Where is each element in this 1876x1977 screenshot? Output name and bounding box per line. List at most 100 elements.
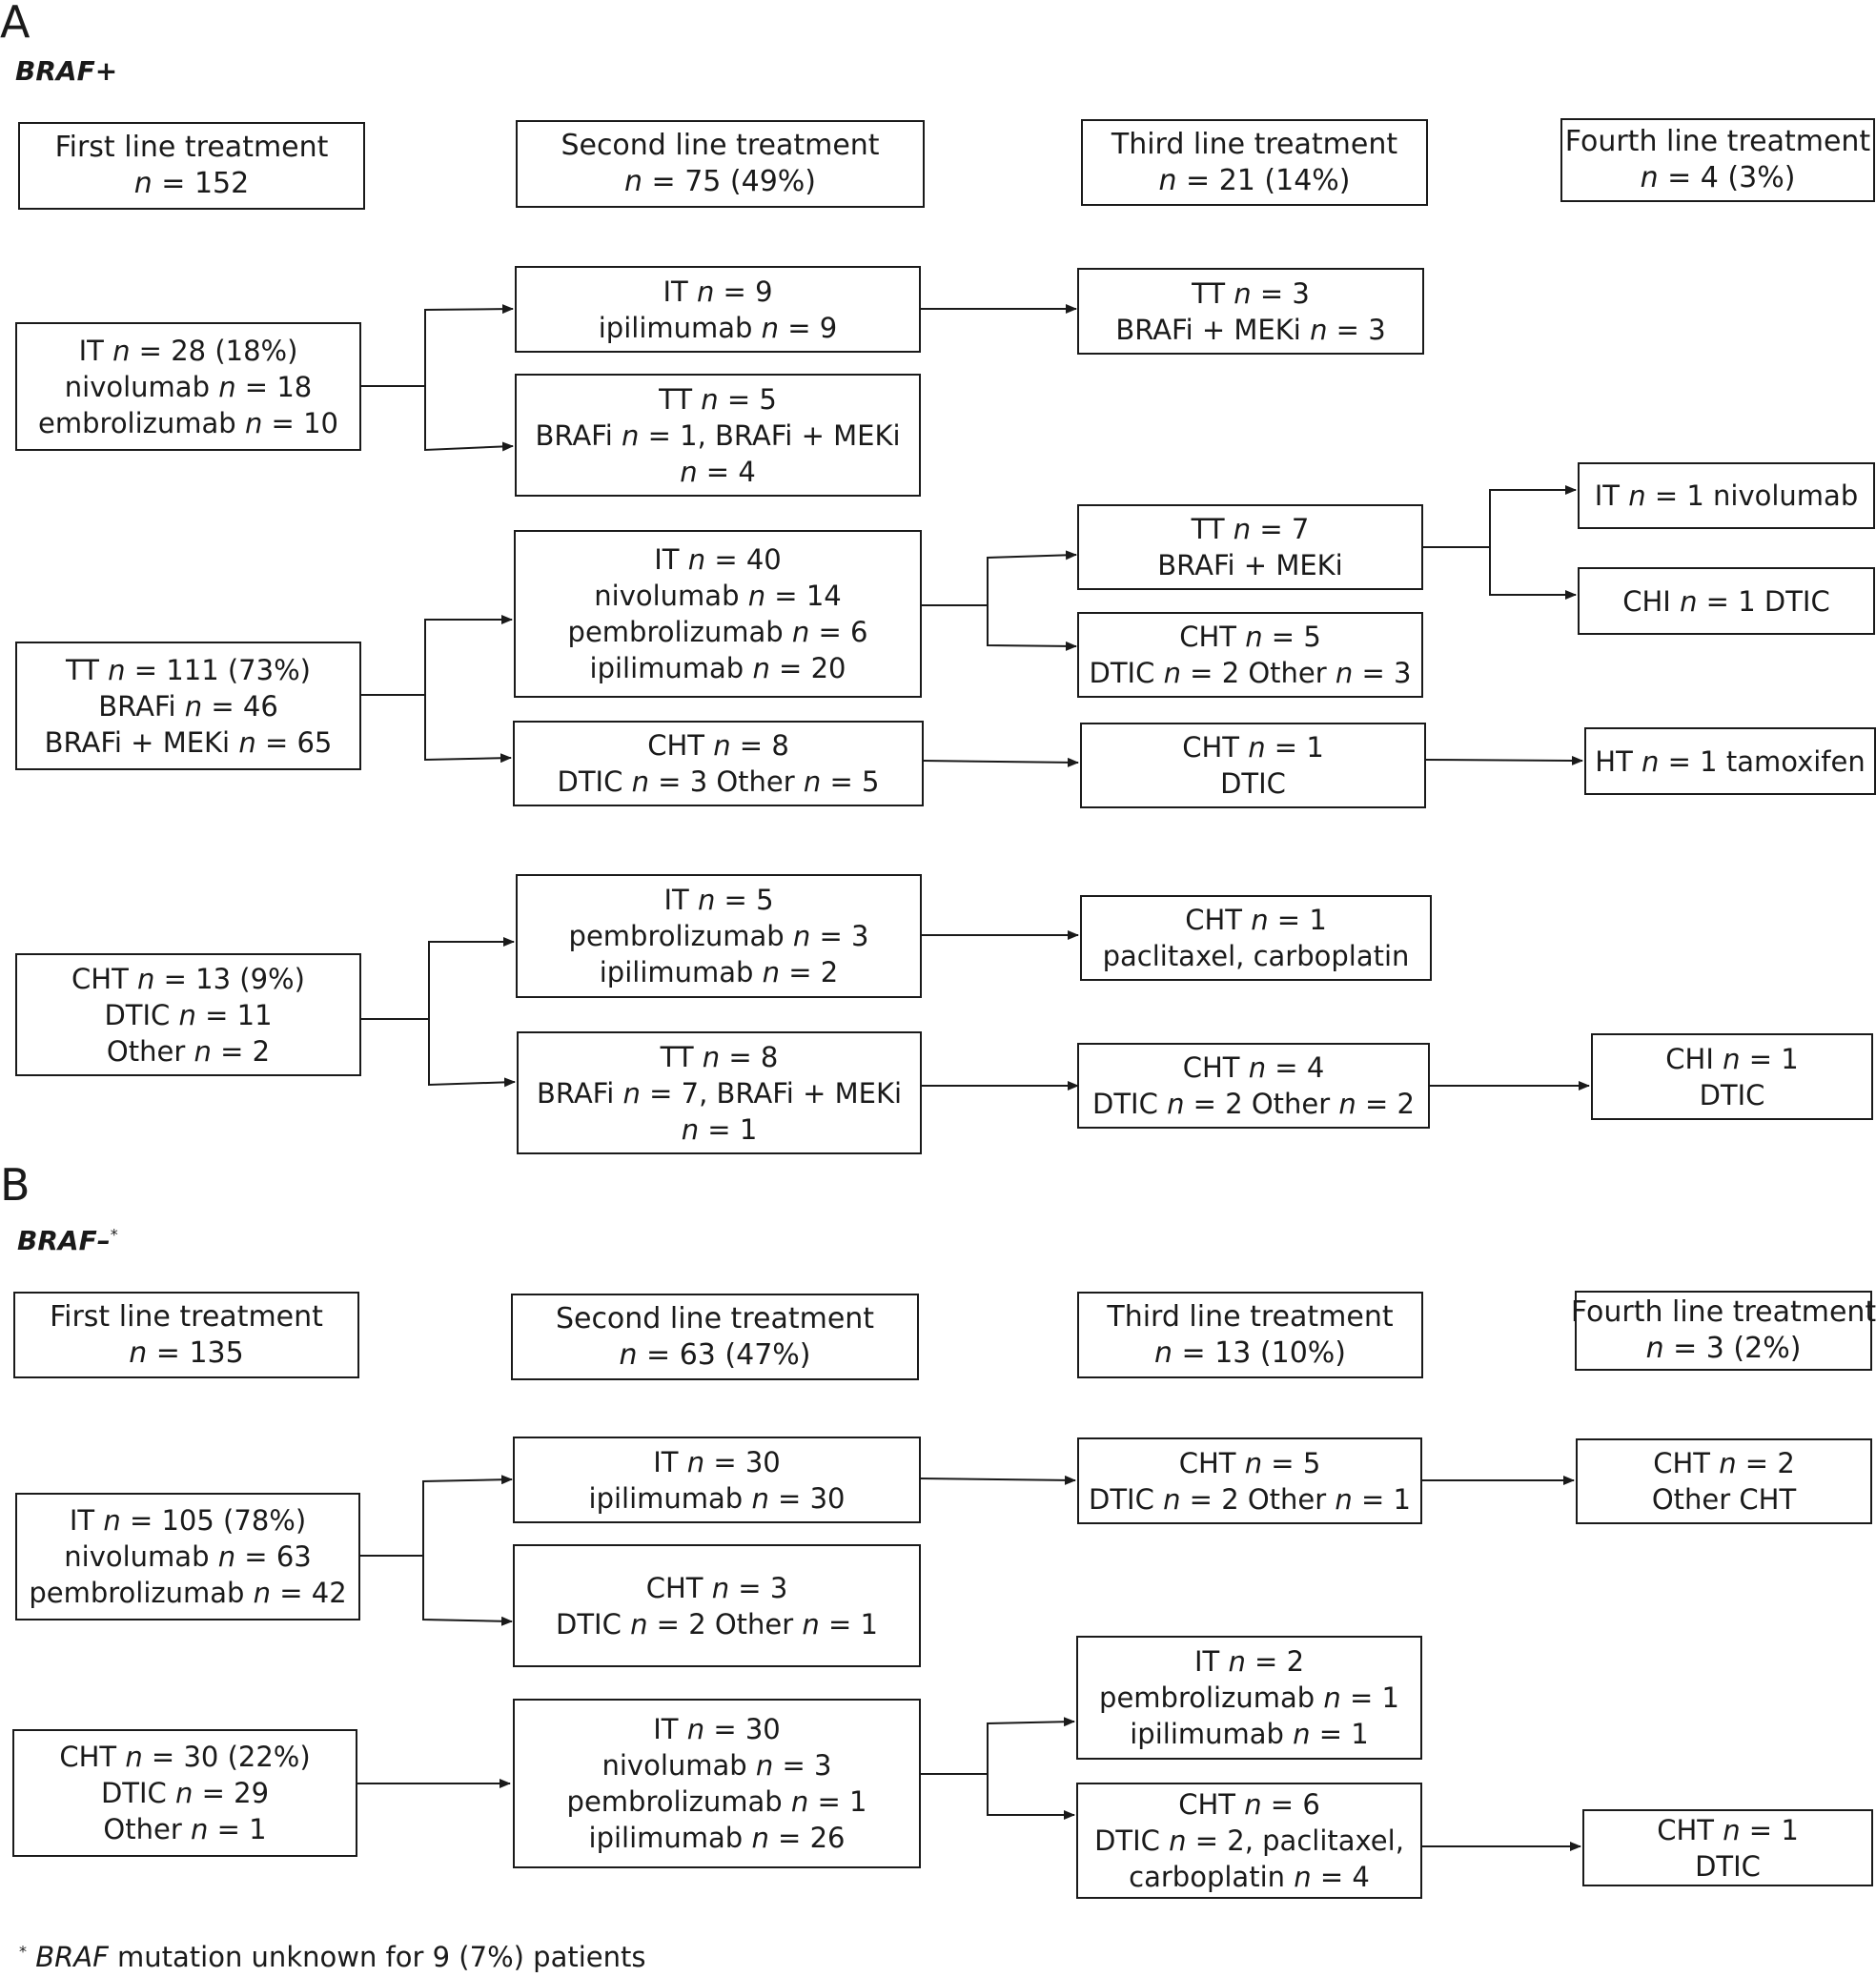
node-line: IT n = 5 [663, 884, 774, 916]
node-a-third-cht-b: CHT n = 5 DTIC n = 2 Other n = 3 [1077, 612, 1423, 698]
node-line: pembrolizumab n = 6 [567, 616, 868, 648]
node-line: DTIC n = 11 [104, 998, 273, 1031]
node-line: DTIC n = 2 Other n = 3 [1089, 657, 1412, 689]
node-line: Other CHT [1651, 1483, 1797, 1516]
header-count: n = 135 [129, 1335, 244, 1370]
node-line: nivolumab n = 3 [602, 1749, 832, 1782]
node-line: ipilimumab n = 9 [598, 311, 838, 344]
node-b-first-it: IT n = 105 (78%)nivolumab n = 63 pembroli… [15, 1493, 360, 1620]
node-line: pembrolizumab n = 1 [566, 1785, 867, 1818]
node-line: n = 1 [681, 1112, 758, 1146]
node-line: CHT n = 13 (9%) [71, 962, 305, 995]
node-line: CHT n = 6 [1178, 1788, 1320, 1821]
node-line: IT n = 40 [654, 543, 782, 576]
node-line: nivolumab n = 18 [64, 370, 313, 403]
header-count: n = 21 (14%) [1158, 163, 1351, 197]
connector-a4 [360, 615, 513, 696]
node-line: CHT n = 1 [1185, 904, 1327, 936]
header-label: Third line treatment [1111, 127, 1398, 161]
panel-a-title: BRAF+ [15, 55, 118, 87]
footnote-mark: * [19, 1942, 27, 1961]
node-line: DTIC n = 2 Other n = 2 [1091, 1088, 1415, 1120]
header-count: n = 152 [133, 167, 250, 200]
node-line: DTIC n = 2 Other n = 1 [555, 1607, 878, 1641]
node-line: BRAFi n = 7, BRAFi + MEKi [536, 1076, 903, 1110]
node-a-fourth-chi-b: CHI n = 1 DTIC [1578, 567, 1875, 635]
connector-b6 [921, 1717, 1075, 1775]
node-line: IT n = 105 (78%) [69, 1504, 307, 1537]
node-line: IT n = 9 [663, 275, 773, 308]
node-line: Other n = 1 [103, 1813, 267, 1845]
connector-a13 [428, 1019, 516, 1088]
connector-b3 [919, 1475, 1076, 1485]
node-line: CHT n = 8 [647, 729, 789, 762]
header-label: First line treatment [54, 131, 329, 164]
header-first-line-b: First line treatment n = 135 [13, 1292, 359, 1378]
connector-a8 [1421, 485, 1577, 548]
header-fourth-line-a: Fourth line treatment n = 4 (3%) [1560, 118, 1875, 202]
node-line: CHT n = 30 (22%) [59, 1741, 311, 1773]
connector-a9 [1489, 547, 1577, 600]
node-line: n = 4 [680, 455, 756, 488]
node-a-third-tt-b: TT n = 7 BRAFi + MEKi [1077, 504, 1423, 590]
node-line: nivolumab n = 63 [64, 1540, 312, 1573]
panel-b-title-mark: * [110, 1225, 118, 1244]
header-label: Fourth line treatment [1564, 125, 1871, 158]
header-third-line-a: Third line treatment n = 21 (14%) [1081, 119, 1428, 206]
node-b-fourth-cht-a: CHT n = 2 Other CHT [1576, 1438, 1872, 1524]
node-line: CHT n = 2 [1653, 1447, 1795, 1479]
node-line: CHI n = 1 [1665, 1042, 1799, 1075]
node-line: CHT n = 3 [645, 1571, 788, 1604]
node-line: DTIC n = 2 Other n = 1 [1088, 1482, 1411, 1516]
panel-b-letter: B [0, 1159, 31, 1211]
node-line: DTIC [1220, 767, 1286, 800]
connector-a11 [1423, 755, 1583, 765]
node-line: CHT n = 5 [1178, 1446, 1321, 1479]
node-line: ipilimumab n = 1 [1130, 1718, 1369, 1750]
node-line: CHI n = 1 DTIC [1622, 584, 1830, 618]
header-count: n = 13 (10%) [1153, 1335, 1347, 1370]
node-line: IT n = 1 nivolumab [1594, 479, 1859, 512]
header-second-line-a: Second line treatment n = 75 (49%) [516, 120, 925, 208]
connector-b2 [422, 1556, 513, 1626]
node-line: pembrolizumab n = 42 [29, 1577, 347, 1609]
header-fourth-line-b: Fourth line treatment n = 3 (2%) [1571, 1291, 1876, 1371]
header-label: First line treatment [50, 1299, 323, 1334]
node-line: BRAFi n = 1, BRAFi + MEKi [535, 418, 901, 452]
node-line: IT n = 30 [653, 1713, 781, 1745]
node-line: TT n = 7 [1191, 513, 1310, 545]
node-line: ipilimumab n = 20 [589, 652, 846, 684]
node-line: DTIC [1699, 1078, 1765, 1111]
node-line: BRAFi + MEKi n = 65 [44, 725, 333, 759]
connector-a10 [922, 757, 1079, 767]
node-line: CHT n = 5 [1179, 621, 1321, 653]
header-label: Third line treatment [1107, 1299, 1394, 1334]
node-line: ipilimumab n = 30 [588, 1481, 846, 1515]
panel-b-title: BRAF–* [17, 1225, 118, 1256]
node-a-fourth-it: IT n = 1 nivolumab [1578, 462, 1875, 529]
node-line: Other n = 2 [106, 1034, 271, 1068]
header-label: Second line treatment [561, 129, 880, 162]
footnote-text: mutation unknown for 9 (7%) patients [108, 1941, 646, 1973]
node-line: IT n = 2 [1193, 1645, 1305, 1678]
panel-b-title-text: BRAF– [17, 1225, 111, 1256]
node-line: BRAFi + MEKi [1157, 549, 1343, 581]
node-line: CHT n = 1 [1657, 1813, 1799, 1846]
node-line: TT n = 111 (73%) [66, 653, 311, 686]
connector-b7 [987, 1774, 1075, 1820]
node-line: BRAFi n = 46 [98, 689, 278, 723]
node-line: embrolizumab n = 10 [38, 406, 338, 439]
footnote-gene: BRAF [35, 1941, 109, 1973]
node-line: TT n = 5 [659, 382, 777, 416]
